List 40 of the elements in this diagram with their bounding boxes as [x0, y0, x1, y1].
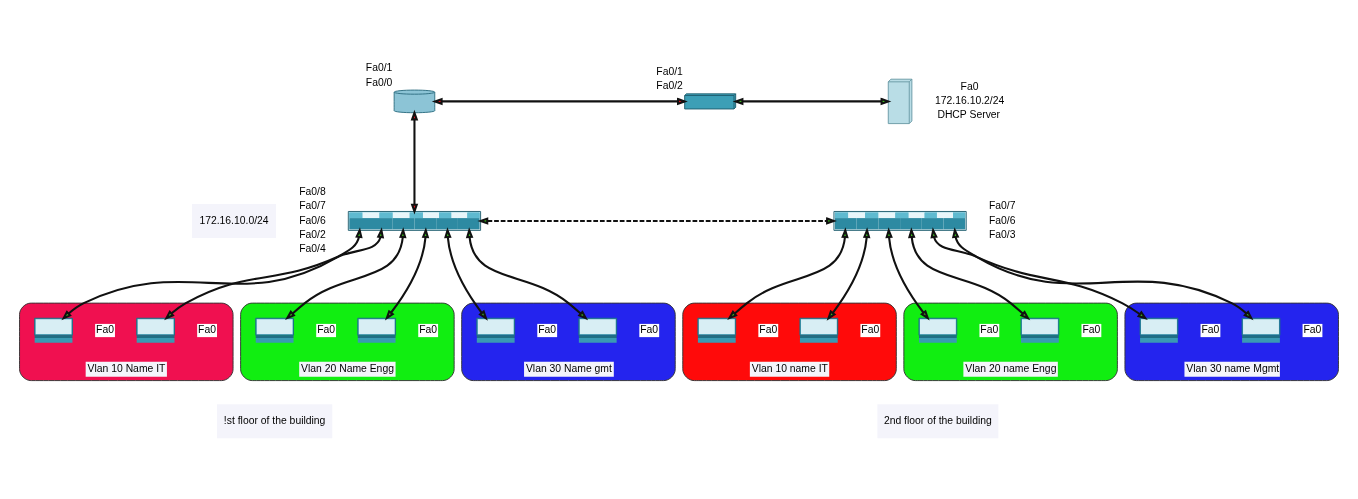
node-label: 172.16.10.2/24	[935, 95, 1005, 107]
arrow	[384, 227, 430, 321]
node-label: Fa0/6	[299, 214, 326, 226]
node-label: Fa0/2	[656, 80, 683, 92]
arrow	[885, 227, 930, 321]
arrow	[826, 227, 871, 321]
node-label: Fa0	[960, 80, 979, 92]
node-label: Fa0	[538, 324, 557, 336]
arrow	[410, 109, 419, 215]
node-label: Fa0/2	[299, 228, 326, 240]
arrow	[727, 227, 849, 321]
node-label: Fa0	[1201, 324, 1220, 336]
node-label: Fa0/4	[299, 242, 326, 254]
arrow	[444, 227, 488, 321]
arrow	[431, 97, 688, 106]
node-label: Fa0/0	[365, 76, 393, 88]
node-label: Fa0	[640, 324, 659, 336]
node-label: Fa0/7	[299, 200, 326, 212]
node-label: Fa0	[317, 324, 336, 336]
node-label: DHCP Server	[937, 109, 1001, 121]
node-label: Fa0	[96, 324, 114, 336]
node-label: Fa0	[419, 324, 438, 336]
node-label: Fa0	[1082, 324, 1101, 336]
label: 2nd floor of the building	[883, 414, 992, 426]
node-label: Fa0/3	[988, 228, 1016, 240]
node-label: Fa0/6	[988, 214, 1016, 226]
arrow	[732, 97, 892, 106]
node-label: Fa0/1	[656, 66, 683, 78]
node-label: Fa0	[198, 324, 216, 336]
arrow	[465, 227, 589, 321]
node-label: Fa0	[861, 324, 880, 336]
node-label: Fa0/8	[299, 186, 326, 198]
arrow	[477, 217, 837, 225]
label: !st floor of the building	[223, 414, 326, 426]
node-label: Fa0	[980, 324, 999, 336]
label: 172.16.10.0/24	[199, 214, 269, 226]
node-label: Fa0	[759, 324, 778, 336]
node-label: Fa0/1	[365, 62, 393, 74]
node-label: Fa0	[1303, 324, 1322, 336]
node-label: Fa0/7	[988, 200, 1016, 212]
